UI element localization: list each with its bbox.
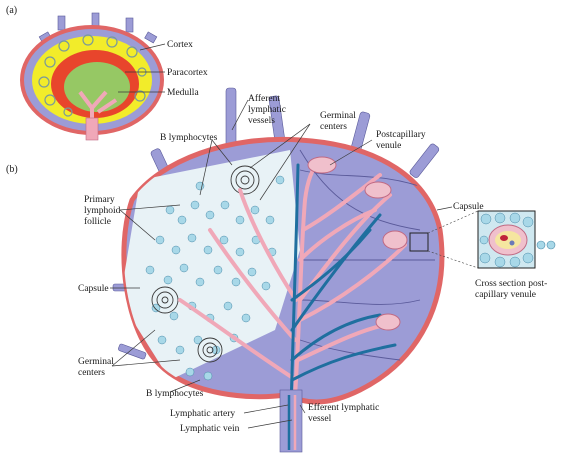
label-efferent-2: vessel: [308, 414, 332, 424]
label-primary-2: lymphoid: [84, 206, 121, 216]
label-primary-1: Primary: [84, 195, 115, 205]
label-cross-section-2: capillary venule: [475, 290, 536, 300]
label-paracortex: Paracortex: [167, 68, 208, 78]
label-afferent-1: Afferent: [248, 93, 280, 104]
panel-a-label: (a): [6, 5, 17, 16]
label-postcapillary-1: Postcapillary: [376, 130, 426, 140]
label-efferent-1: Efferent lymphatic: [308, 402, 379, 413]
cross-section-inset: [477, 210, 536, 269]
label-capsule-left: Capsule: [78, 284, 109, 294]
label-medulla: Medulla: [167, 88, 199, 98]
label-germinal-top-2: centers: [320, 122, 347, 132]
label-germinal-bottom-2: centers: [78, 368, 105, 378]
panel-b-label: (b): [6, 164, 18, 175]
label-germinal-bottom-1: Germinal: [78, 357, 114, 367]
label-cortex: Cortex: [167, 40, 193, 50]
label-primary-3: follicle: [84, 216, 111, 227]
label-germinal-top-1: Germinal: [320, 111, 356, 121]
label-lymphatic-artery: Lymphatic artery: [170, 409, 235, 419]
panel-a-node: [20, 12, 164, 141]
label-b-lymphocytes-top: B lymphocytes: [160, 133, 218, 143]
label-capsule-right: Capsule: [453, 202, 484, 212]
label-cross-section-1: Cross section post-: [475, 279, 547, 289]
panel-b-node: [112, 87, 445, 453]
label-lymphatic-vein: Lymphatic vein: [180, 424, 240, 434]
label-b-lymphocytes-bottom: B lymphocytes: [146, 389, 204, 399]
label-afferent-2: lymphatic: [248, 105, 286, 115]
label-postcapillary-2: venule: [376, 141, 401, 151]
inset-marker: [409, 232, 429, 252]
label-afferent-3: vessels: [248, 116, 275, 126]
